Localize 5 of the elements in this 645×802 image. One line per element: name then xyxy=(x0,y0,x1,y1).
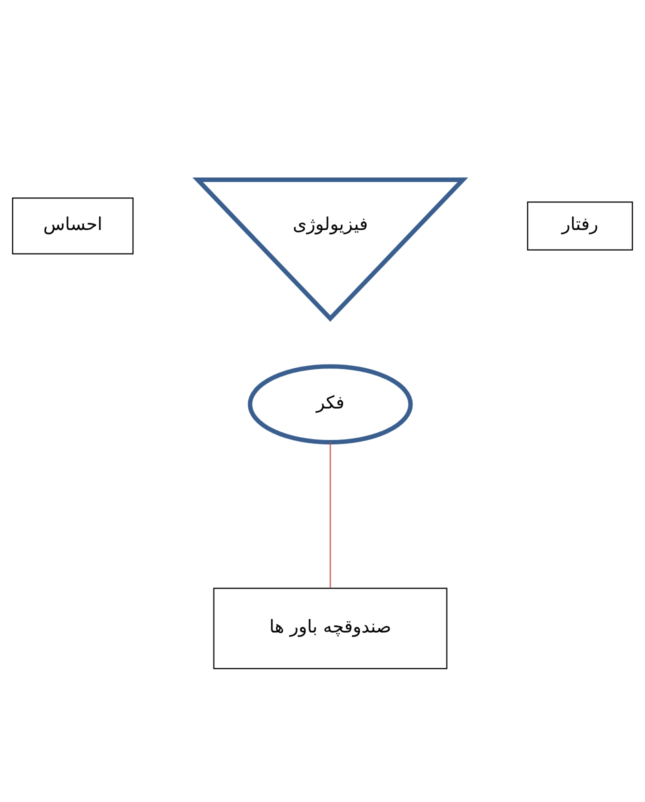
node-box: صندوقچه باور ها xyxy=(213,588,448,670)
connector xyxy=(330,442,331,588)
node-ellipse: فکر xyxy=(248,364,413,444)
node-box: احساس xyxy=(12,198,134,254)
node-box: رفتار xyxy=(527,201,633,250)
